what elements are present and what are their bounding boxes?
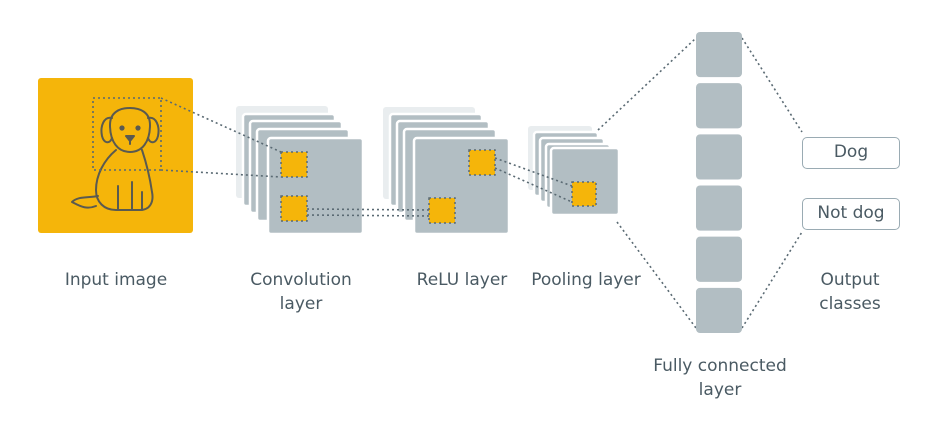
dog-icon [71, 107, 160, 211]
output-class-dog: Dog [802, 137, 900, 169]
relu-patch-bottom [428, 197, 456, 224]
conv-stack [236, 106, 365, 236]
label-input-image: Input image [64, 270, 168, 290]
fc-unit [696, 185, 742, 231]
conv-patch-top [280, 151, 308, 178]
relu-stack [383, 107, 511, 236]
label-relu-layer: ReLU layer [416, 270, 508, 290]
conv-patch-bottom [280, 195, 308, 222]
fc-unit [696, 83, 742, 129]
fc-unit [696, 32, 742, 78]
label-pooling-layer: Pooling layer [531, 270, 641, 290]
fc-unit [696, 134, 742, 180]
output-class-not-dog: Not dog [802, 198, 900, 230]
relu-patch-top [468, 149, 496, 176]
fc-unit [696, 287, 742, 333]
fc-units [696, 32, 742, 333]
pool-stack [528, 126, 621, 217]
fc-unit [696, 236, 742, 282]
input-image [38, 78, 193, 233]
connectors [160, 37, 803, 329]
pool-patch [571, 181, 597, 207]
